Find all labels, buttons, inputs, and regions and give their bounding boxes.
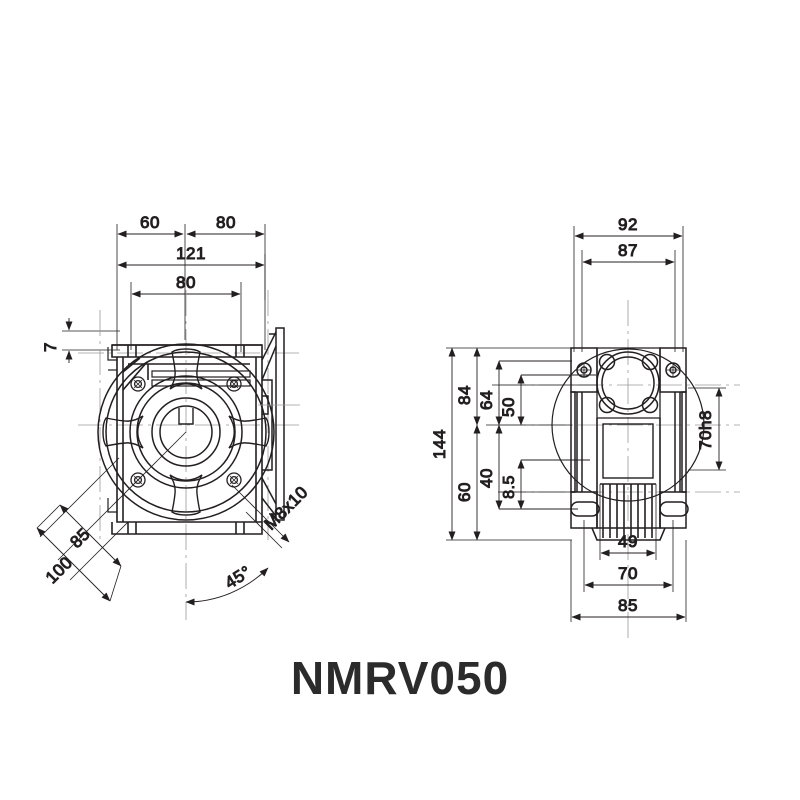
dim-7-extension [62,330,120,351]
dim-60-right-label: 60 [455,482,474,502]
side-view-left-boss [107,347,117,513]
dim-85-label: 85 [618,596,638,615]
page-title: NMRV050 [290,652,510,704]
front-view-left-witness-lines [446,347,598,541]
side-view-group: 60 80 121 80 7 [36,213,312,620]
dim-100-label: 100 [42,553,77,588]
dim-84-label: 84 [455,385,474,405]
dim-70h8-label: 70h8 [696,410,715,450]
dim-85-diag-line [59,504,122,567]
front-view-cooling-fins [600,483,656,538]
dim-8p5-line [517,459,590,510]
dim-80-top-label: 80 [216,213,236,232]
title-block: NMRV050 [0,655,800,701]
side-view-output-flange [97,343,275,521]
dim-50-line [517,374,596,426]
side-view-keyway [178,408,194,425]
dim-80-body-label: 80 [176,273,196,292]
front-view-body-outline [591,418,666,541]
side-view-rib-webs [102,348,270,516]
front-view-bottom-witness-lines [570,484,687,622]
front-view-lower-feet [570,491,689,529]
dim-7-label: 7 [41,342,60,352]
dim-87-label: 87 [618,241,638,260]
dim-45-label: 45° [222,562,255,593]
dim-144-label: 144 [430,429,449,459]
dim-45-angle [185,567,269,606]
dim-121-label: 121 [176,244,206,263]
dim-64-line [495,360,572,426]
side-view-extension-lines [116,224,266,352]
dim-92-label: 92 [618,215,638,234]
front-view-center-pad [602,423,654,479]
diagonal-frame-lines [36,504,122,602]
dim-40-label: 40 [477,468,496,488]
front-view-side-rails [570,391,687,493]
dim-70-label: 70 [618,564,638,583]
side-view-motor-flange [261,327,285,521]
dim-40-line [495,424,578,510]
dim-8p5-label: 8.5 [501,475,518,499]
dim-64-label: 64 [477,390,496,410]
dim-49-label: 49 [618,532,638,551]
m8x10-leader [231,484,290,549]
front-view-output-bore [596,347,661,419]
dim-60-label: 60 [140,213,160,232]
side-view-centerlines [78,290,300,620]
dim-50-label: 50 [499,397,518,417]
side-view-housing-outline [111,344,263,535]
front-view-group: 92 87 [430,215,740,640]
front-view-top-extension-lines [573,226,684,352]
